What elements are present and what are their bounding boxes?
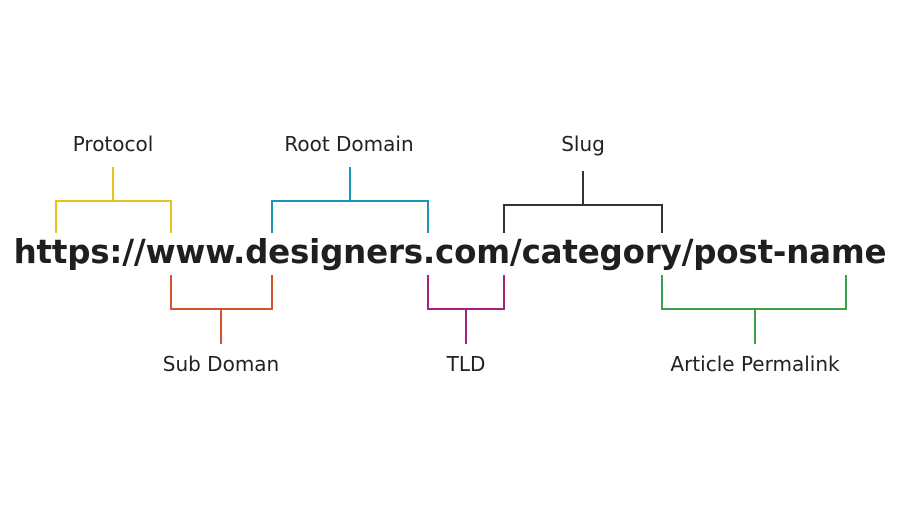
slug-bracket	[503, 171, 663, 233]
root-domain-label: Root Domain	[284, 132, 414, 156]
protocol-bracket	[55, 167, 172, 233]
sub-domain-bracket	[170, 275, 273, 344]
root-domain-bracket	[271, 167, 429, 233]
sub-domain-label: Sub Doman	[162, 352, 280, 376]
protocol-label: Protocol	[72, 132, 154, 156]
tld-label: TLD	[446, 352, 486, 376]
slug-label: Slug	[561, 132, 605, 156]
article-permalink-bracket	[661, 275, 847, 344]
article-permalink-label: Article Permalink	[670, 352, 840, 376]
url-text: https://www.designers.com/category/post-…	[13, 233, 887, 271]
tld-bracket	[427, 275, 505, 344]
